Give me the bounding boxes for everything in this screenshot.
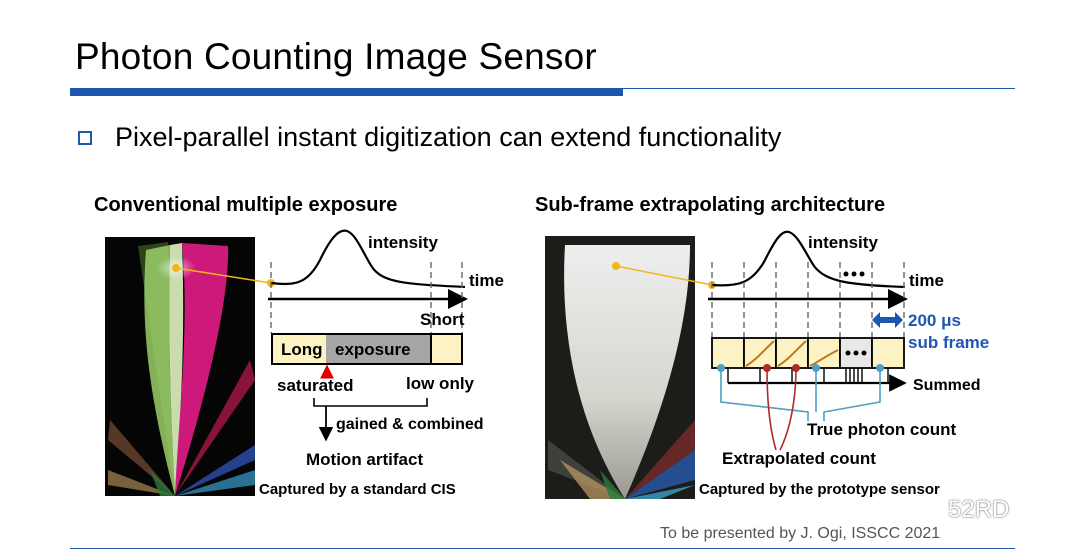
page-title: Photon Counting Image Sensor bbox=[75, 36, 597, 77]
bullet-text: Pixel-parallel instant digitization can … bbox=[115, 122, 782, 152]
left-time-label: time bbox=[469, 271, 504, 290]
right-marker-dot bbox=[612, 262, 620, 270]
subframe-box bbox=[711, 337, 745, 369]
footer-rule bbox=[70, 548, 1015, 549]
low-only-label: low only bbox=[406, 374, 474, 393]
saturated-label: saturated bbox=[277, 376, 354, 395]
true-count-lines bbox=[720, 368, 881, 421]
title-underline-thick bbox=[70, 88, 623, 96]
title-underline-thin bbox=[623, 88, 1015, 89]
right-caption: Captured by the prototype sensor bbox=[699, 481, 940, 498]
subframe-box bbox=[871, 337, 905, 369]
right-heading: Sub-frame extrapolating architecture bbox=[535, 194, 886, 216]
left-diagram bbox=[172, 229, 468, 442]
left-pointer-line bbox=[175, 267, 272, 284]
right-intensity-label: intensity bbox=[808, 233, 878, 252]
long-label: Long bbox=[281, 340, 323, 359]
extrapolated-lines bbox=[766, 367, 797, 451]
bullet-square-icon bbox=[78, 131, 92, 145]
footer-text: To be presented by J. Ogi, ISSCC 2021 bbox=[660, 525, 941, 542]
left-caption: Captured by a standard CIS bbox=[259, 481, 456, 498]
combine-bracket bbox=[313, 398, 428, 407]
left-photo bbox=[105, 237, 255, 496]
left-intensity-label: intensity bbox=[368, 233, 438, 252]
period-label: 200 μs bbox=[908, 311, 961, 330]
watermark-logo: 52RD bbox=[948, 496, 1010, 523]
motion-artifact-label: Motion artifact bbox=[306, 450, 424, 469]
short-label: Short bbox=[420, 310, 465, 329]
right-pointer-line bbox=[615, 265, 713, 286]
gained-combined-label: gained & combined bbox=[336, 416, 484, 433]
left-heading: Conventional multiple exposure bbox=[94, 194, 398, 216]
extrapolated-label: Extrapolated count bbox=[722, 449, 876, 468]
period-double-arrow bbox=[872, 312, 903, 328]
subframe-label: sub frame bbox=[908, 333, 990, 352]
right-time-label: time bbox=[909, 271, 944, 290]
right-diagram bbox=[612, 230, 908, 451]
exposure-gray bbox=[326, 335, 431, 363]
exposure-label: exposure bbox=[335, 340, 411, 359]
left-marker-dot bbox=[172, 264, 180, 272]
right-photo bbox=[545, 236, 695, 499]
right-intensity-curve bbox=[711, 230, 906, 289]
summed-label: Summed bbox=[913, 377, 981, 394]
true-count-label: True photon count bbox=[807, 420, 957, 439]
left-intensity-curve bbox=[270, 229, 466, 289]
